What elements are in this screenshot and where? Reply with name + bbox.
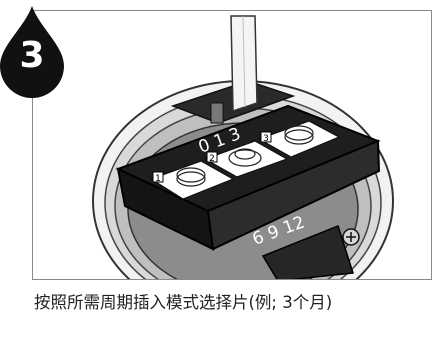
bottom-clip [261,225,354,279]
illustration-frame: 1 2 3 0 1 3 6 9 12 [32,10,432,280]
slot-number-1: 1 [155,174,161,184]
step-number: 3 [19,35,45,76]
device-illustration: 1 2 3 0 1 3 6 9 12 [92,15,394,279]
top-rail-slot [210,102,224,124]
selector-block-edge [206,139,381,251]
step-badge: 3 [0,6,72,98]
mode-panel-1 [149,160,235,200]
slot-number-2: 2 [209,154,215,164]
droplet-icon [0,6,64,98]
instruction-caption: 按照所需周期插入模式选择片(例; 3个月) [34,293,333,312]
screw-icon [342,228,360,246]
slot-number-3: 3 [263,134,269,144]
